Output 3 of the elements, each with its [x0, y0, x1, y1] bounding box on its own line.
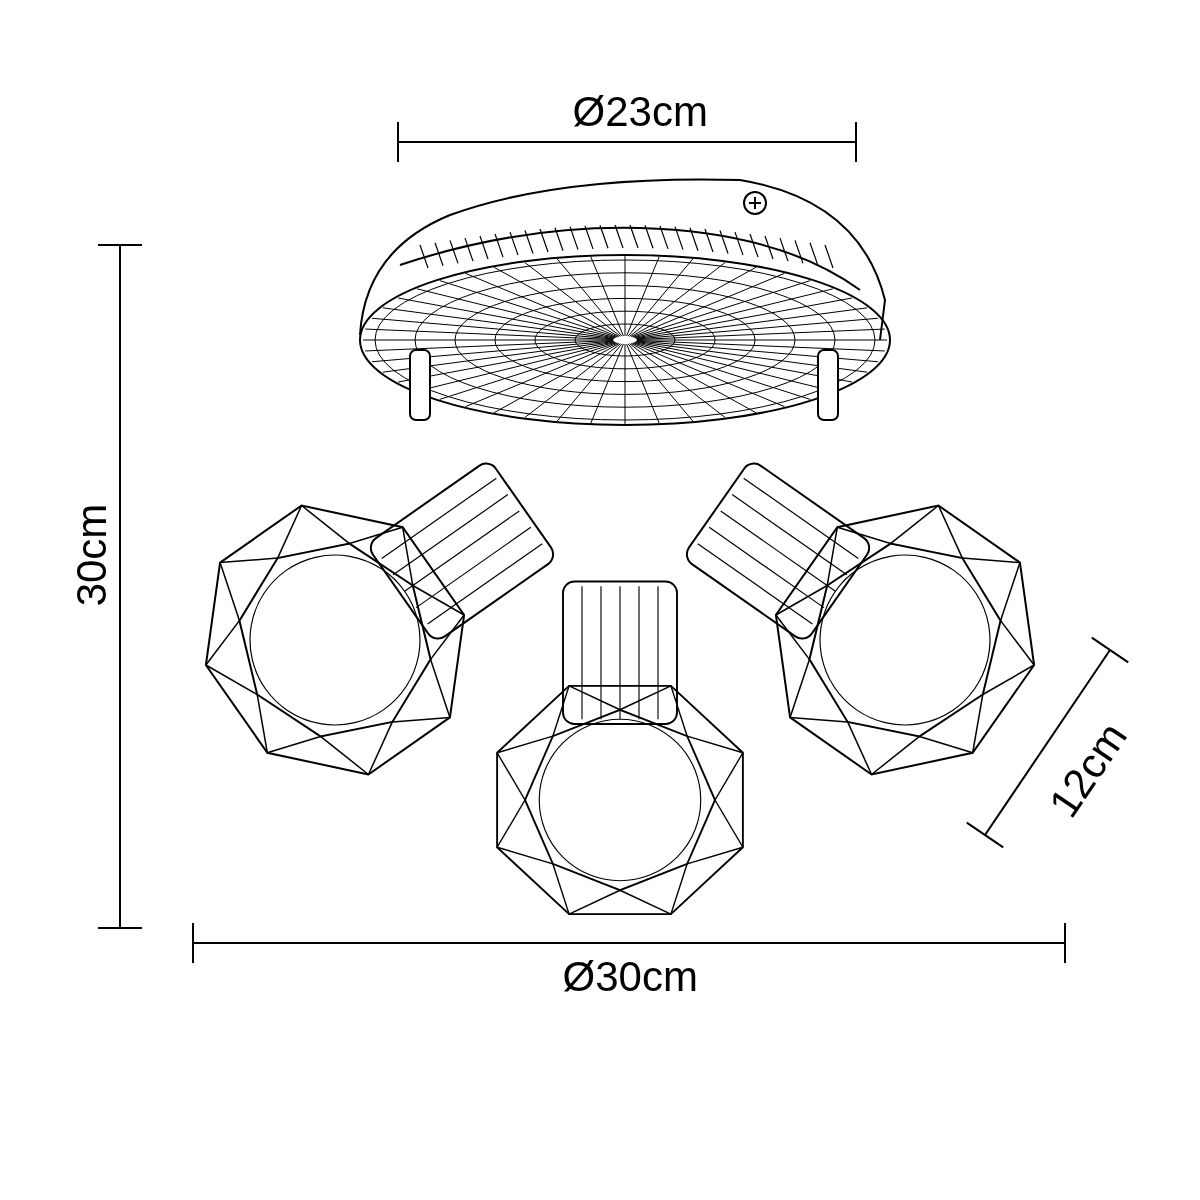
dimension-label: Ø23cm [572, 91, 708, 133]
dimension-label: Ø30cm [562, 956, 698, 998]
dimension-label: 30cm [70, 503, 113, 607]
